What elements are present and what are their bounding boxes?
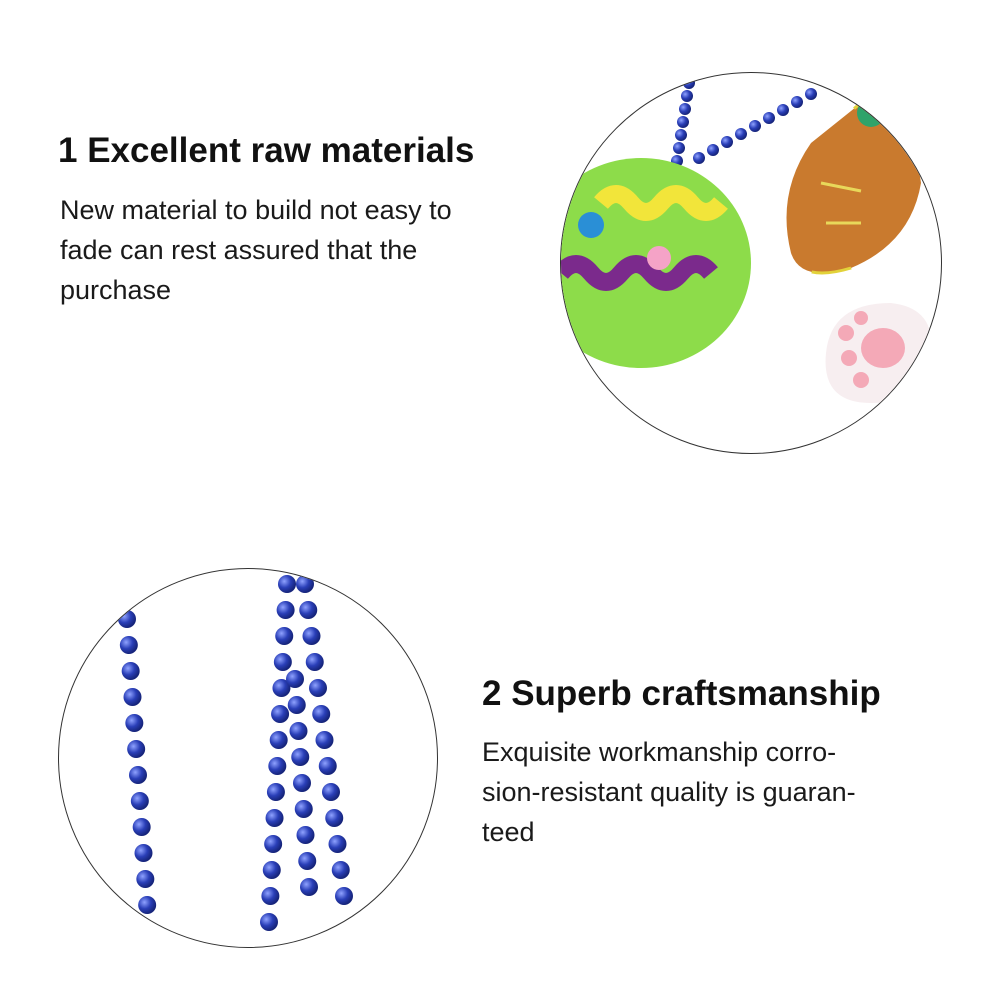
bead xyxy=(735,128,747,140)
bead xyxy=(273,653,292,671)
bead xyxy=(309,679,327,697)
bead xyxy=(315,731,334,749)
feature-1-description: New material to build not easy to fade c… xyxy=(60,190,540,310)
bead xyxy=(791,96,803,108)
feature-1-title: 1 Excellent raw materials xyxy=(58,131,475,170)
feature-2-description: Exquisite workmanship corro- sion-resist… xyxy=(482,732,942,852)
bead xyxy=(278,575,296,593)
bead xyxy=(287,696,306,714)
bead xyxy=(261,887,280,905)
bead xyxy=(260,913,278,931)
bead-strands xyxy=(118,575,353,940)
bead-chain xyxy=(671,77,817,167)
egg-ornament xyxy=(561,158,751,368)
bead xyxy=(272,679,291,697)
bead xyxy=(132,818,151,836)
bead xyxy=(299,601,318,619)
felt-ornaments-image xyxy=(560,72,942,454)
bead xyxy=(302,627,321,645)
feature-2-description-line: teed xyxy=(482,817,535,847)
bead xyxy=(293,774,311,792)
paw-ornament xyxy=(825,303,932,403)
feature-2-description-line: Exquisite workmanship corro- xyxy=(482,737,837,767)
feature-2-description-line: sion-resistant quality is guaran- xyxy=(482,777,856,807)
bead xyxy=(683,77,695,89)
bead xyxy=(264,835,283,853)
bead xyxy=(296,826,315,844)
feature-1-description-line: New material to build not easy to xyxy=(60,195,452,225)
carrot-ornament xyxy=(785,98,923,275)
bead xyxy=(265,809,284,827)
bead xyxy=(693,152,705,164)
bead xyxy=(300,878,318,896)
bead xyxy=(675,129,687,141)
bead xyxy=(138,896,157,914)
bead xyxy=(127,740,146,758)
bead xyxy=(286,670,304,688)
bead xyxy=(136,870,155,888)
bead xyxy=(118,610,136,628)
bead xyxy=(275,627,294,645)
bead xyxy=(121,662,140,680)
bead xyxy=(123,688,142,706)
bead xyxy=(322,783,340,801)
bead xyxy=(335,887,353,905)
bead xyxy=(130,792,149,810)
bead xyxy=(312,705,331,723)
bead xyxy=(721,136,733,148)
bead xyxy=(296,575,314,593)
bead xyxy=(325,809,344,827)
bead xyxy=(749,120,761,132)
bead xyxy=(331,861,350,879)
bead xyxy=(763,112,775,124)
bead xyxy=(294,800,313,818)
bead xyxy=(289,722,308,740)
bead xyxy=(298,852,317,870)
bead xyxy=(328,835,347,853)
bead xyxy=(125,714,144,732)
blue-beads-illustration xyxy=(118,575,353,940)
bead xyxy=(268,757,287,775)
bead xyxy=(269,731,288,749)
bead xyxy=(129,766,147,784)
bead xyxy=(677,116,689,128)
blue-beads-image xyxy=(58,568,438,948)
bead xyxy=(262,861,281,879)
bead xyxy=(271,705,290,723)
feature-1-description-line: purchase xyxy=(60,275,172,305)
bead xyxy=(134,844,153,862)
bead xyxy=(318,757,337,775)
bead xyxy=(679,103,691,115)
bead xyxy=(777,104,789,116)
felt-ornaments-illustration xyxy=(561,77,932,403)
bead xyxy=(681,90,693,102)
bead xyxy=(276,601,295,619)
bead xyxy=(707,144,719,156)
bead xyxy=(673,142,685,154)
bead xyxy=(266,783,285,801)
bead xyxy=(140,922,158,940)
bead xyxy=(805,88,817,100)
feature-2-title: 2 Superb craftsmanship xyxy=(482,674,881,713)
bead xyxy=(119,636,138,654)
bead xyxy=(305,653,324,671)
feature-1-description-line: fade can rest assured that the xyxy=(60,235,418,265)
bead xyxy=(291,748,310,766)
